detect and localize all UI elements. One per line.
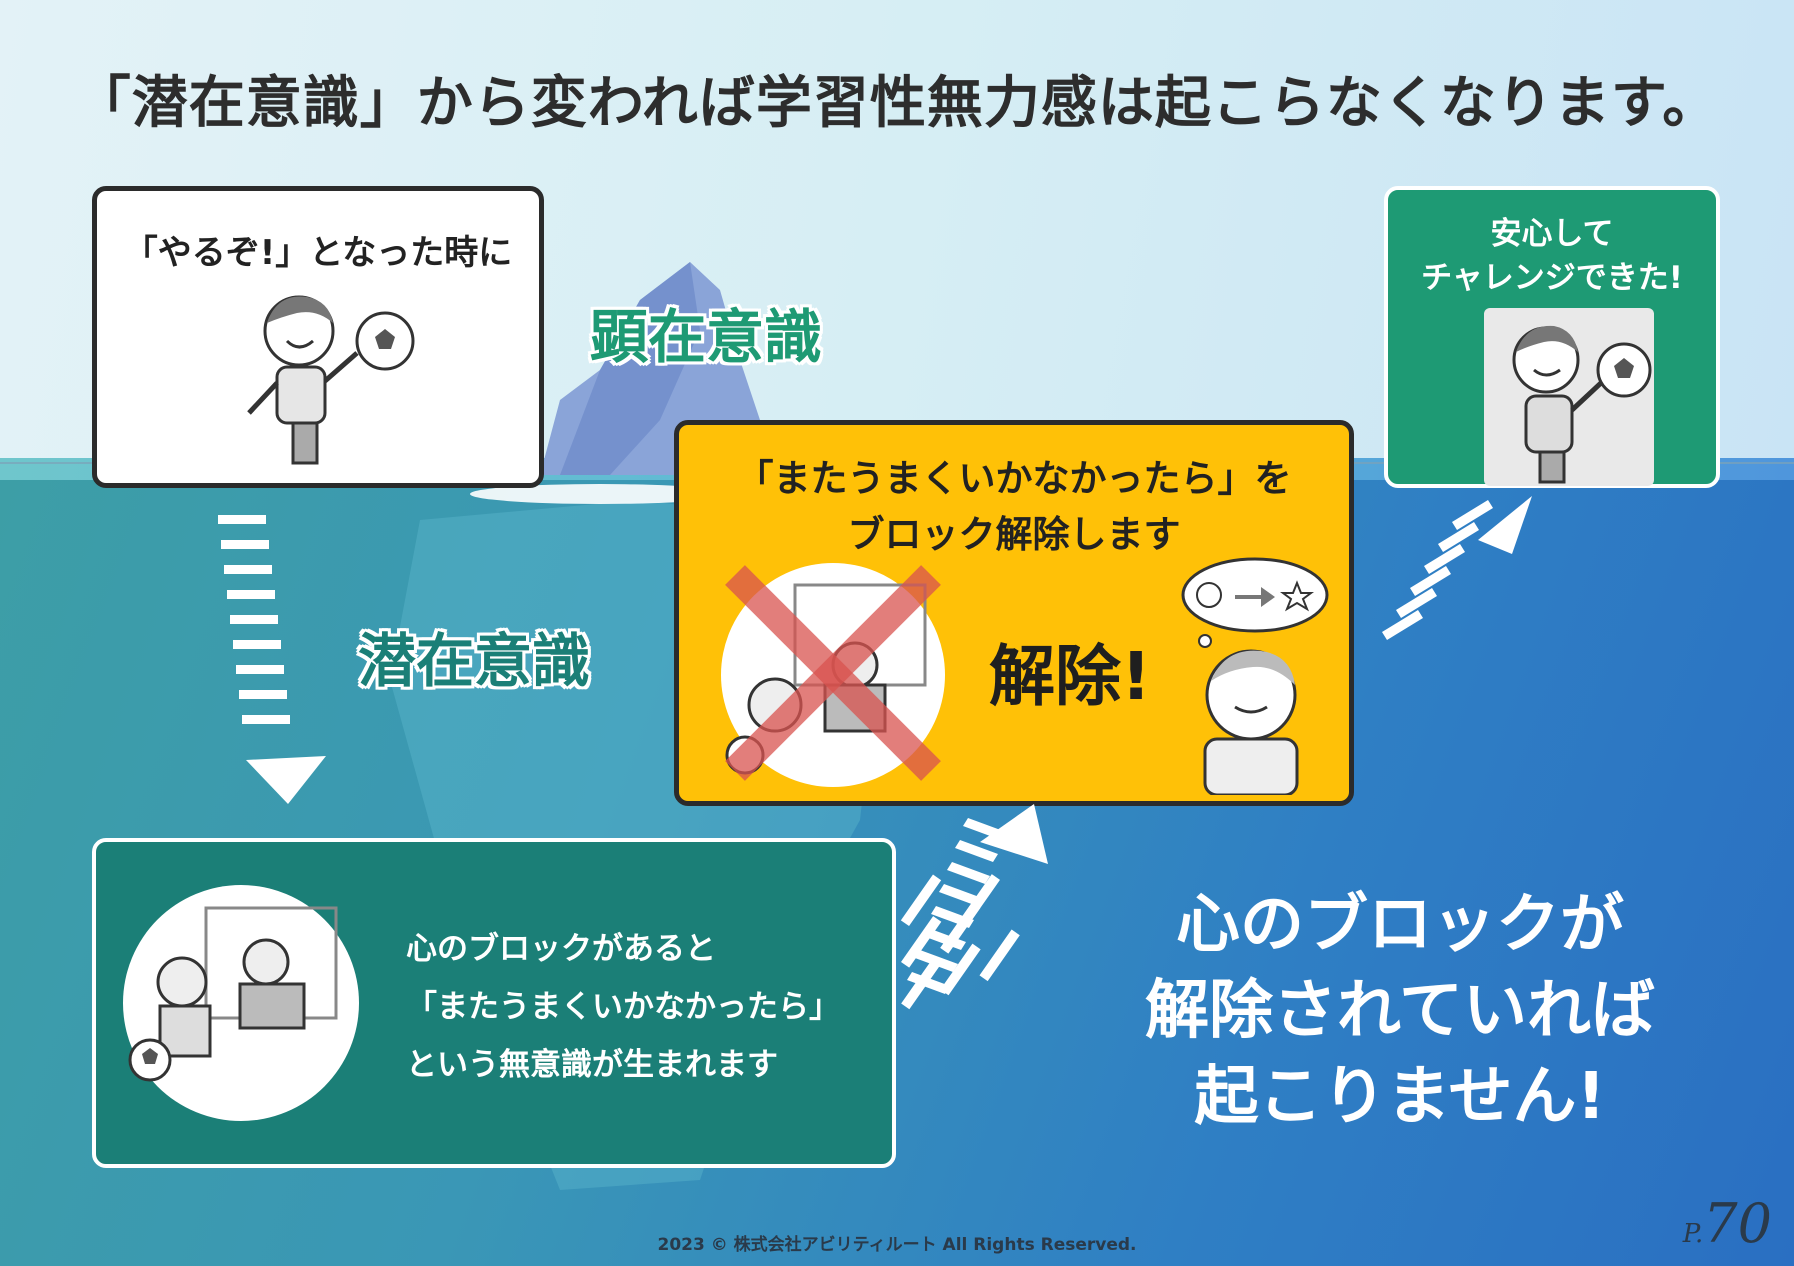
card-release-line1: 「またうまくいかなかったら」を <box>736 457 1292 500</box>
iceberg-foam <box>470 484 730 504</box>
label-subconscious: 潜在意識 <box>358 627 591 695</box>
card-success-text: 安心して チャレンジできた! <box>1388 212 1716 300</box>
arrow-up-right-1-stripes <box>907 804 1048 994</box>
card-block-line2: 「またうまくいかなかったら」 <box>406 989 840 1025</box>
page-title: 「潜在意識」から変われば学習性無力感は起こらなくなります。 <box>74 71 1720 136</box>
conclusion-line3: 起こりません! <box>1194 1060 1606 1134</box>
card-release: 「またうまくいかなかったら」を ブロック解除します 解除! <box>674 420 1354 806</box>
conclusion-line2: 解除されていれば <box>1144 974 1656 1048</box>
card-success-line1: 安心して <box>1490 216 1614 252</box>
arrow-up-right-2-stripes <box>1382 496 1532 640</box>
boy-kicking-ball-illustration <box>1484 308 1654 486</box>
copyright-footer: 2023 © 株式会社アビリティルート All Rights Reserved. <box>657 1235 1137 1255</box>
blocked-memory-illustration <box>721 563 945 787</box>
card-trigger: 「やるぞ!」となった時に <box>92 186 544 488</box>
iceberg-top-shade <box>560 262 700 475</box>
conclusion-message: 心のブロックが 解除されていれば 起こりません! <box>1100 882 1700 1140</box>
arrow-up-right-1 <box>900 874 1020 1010</box>
blocked-memory-illustration <box>123 885 359 1121</box>
arrow-down <box>218 515 326 804</box>
page-number-value: 70 <box>1703 1192 1772 1255</box>
card-block-text: 心のブロックがあると 「またうまくいかなかったら」 という無意識が生まれます <box>406 920 840 1094</box>
card-trigger-text: 「やるぞ!」となった時に <box>123 233 513 273</box>
card-block-line3: という無意識が生まれます <box>406 1047 778 1083</box>
conclusion-line1: 心のブロックが <box>1176 888 1624 962</box>
relaxed-boy-thinking-illustration <box>1181 557 1329 795</box>
card-release-text: 「またうまくいかなかったら」を ブロック解除します <box>679 451 1349 563</box>
page-number: P.70 <box>1683 1192 1772 1255</box>
card-block-line1: 心のブロックがあると <box>406 931 716 967</box>
label-conscious: 顕在意識 <box>590 303 823 371</box>
card-success-line2: チャレンジできた! <box>1421 260 1683 296</box>
page-number-prefix: P. <box>1682 1219 1704 1249</box>
card-success: 安心して チャレンジできた! <box>1384 186 1720 488</box>
card-block: 心のブロックがあると 「またうまくいかなかったら」 という無意識が生まれます <box>92 838 896 1168</box>
release-stamp: 解除! <box>989 638 1152 715</box>
card-release-line2: ブロック解除します <box>847 513 1181 556</box>
boy-kicking-ball-illustration <box>247 295 415 465</box>
